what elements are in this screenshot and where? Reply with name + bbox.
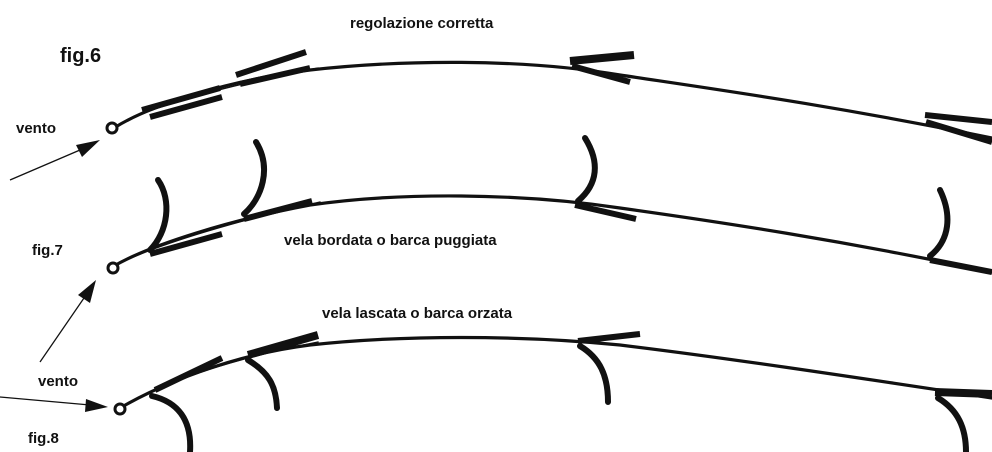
fig8-wind-arrow [0,396,108,412]
fig6-mast [105,121,119,135]
fig6-caption: regolazione corretta [350,15,494,32]
fig8-mast [113,402,127,416]
fig8-sail-profile [118,335,992,410]
fig6-telltales [141,49,992,145]
fig8-label: fig.8 [28,430,59,447]
fig7-sail-profile [112,194,992,274]
figure-6: fig.6 regolazione corretta vento [9,15,992,181]
fig6-wind-arrow [9,140,100,181]
fig8-caption: vela lascata o barca orzata [322,305,513,322]
figure-8: fig.8 vela lascata o barca orzata vento [0,305,992,452]
fig7-mast [106,261,120,275]
fig6-wind-label: vento [16,120,56,137]
fig7-wind-label: vento [38,373,78,390]
figure-7: fig.7 vela bordata o barca puggiata [32,135,992,363]
fig7-wind-arrow [39,280,96,363]
fig8-sail-luff-line [129,341,319,403]
fig7-caption: vela bordata o barca puggiata [284,232,497,249]
fig6-label: fig.6 [60,45,101,67]
fig7-telltales [147,135,992,275]
fig7-label: fig.7 [32,242,63,259]
fig8-telltales [149,331,992,452]
